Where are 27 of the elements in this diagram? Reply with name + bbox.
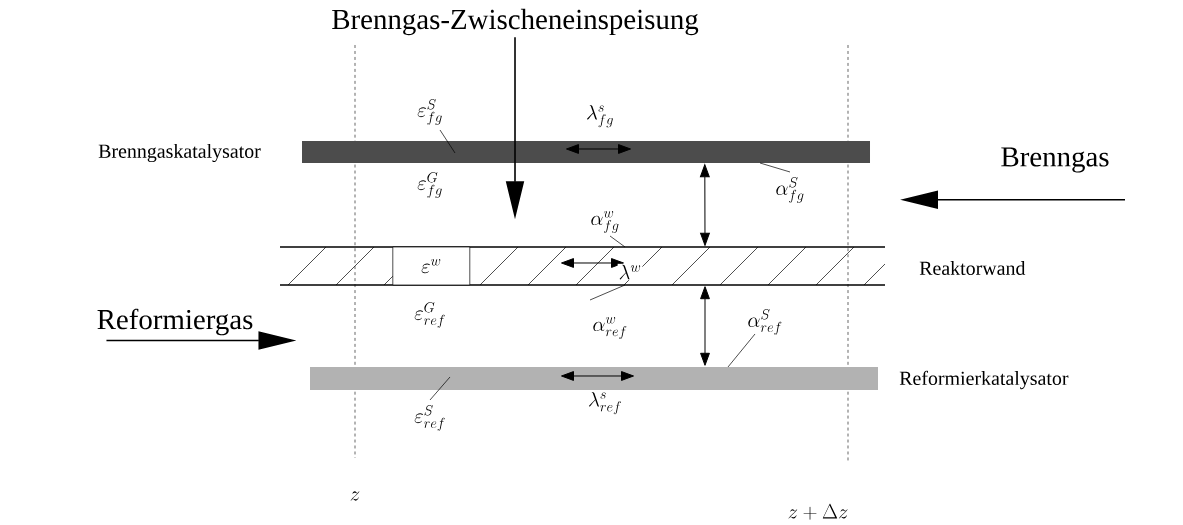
leader-line [727, 333, 756, 368]
symbol-label: $\alpha^{S}_{ref}$ [748, 309, 782, 335]
exchange-arrow [699, 164, 710, 246]
flow-label: Reformiergas [97, 308, 253, 336]
flow-label: Brenngas [1001, 147, 1109, 173]
leader-line [589, 284, 626, 301]
symbol-label: $\varepsilon^{G}_{ref}$ [414, 302, 445, 328]
layer-label: Reaktorwand [919, 261, 1026, 275]
symbol-label: $\alpha^{w}_{ref}$ [593, 317, 627, 339]
symbol-label: $\varepsilon^{S}_{fg}$ [417, 99, 442, 125]
leader-line [429, 376, 451, 401]
layer-label: Brenngaskatalysator [98, 143, 261, 163]
symbol-label: $z$ [350, 491, 360, 501]
symbol-label: $\varepsilon^{G}_{fg}$ [417, 172, 442, 198]
leader-line [609, 235, 626, 248]
symbol-label: $\varepsilon^{S}_{ref}$ [414, 405, 445, 431]
symbol-label: $z + \Delta z$ [788, 503, 848, 520]
leader-line [759, 162, 791, 173]
symbol-label: $\alpha^{S}_{fg}$ [776, 177, 804, 203]
wall-element: $\varepsilon^{w}$ [392, 246, 471, 286]
exchange-arrow [700, 286, 710, 366]
symbol-label: $\lambda^{s}_{fg}$ [587, 104, 613, 128]
flow-label: Brenngas-Zwischeneinspeisung [332, 8, 699, 36]
leader-line [439, 129, 456, 154]
layer-label: Reformierkatalysator [899, 370, 1069, 390]
symbol-label: $\lambda^{w}$ [617, 263, 643, 281]
symbol-label: $\alpha^{w}_{fg}$ [591, 211, 619, 233]
